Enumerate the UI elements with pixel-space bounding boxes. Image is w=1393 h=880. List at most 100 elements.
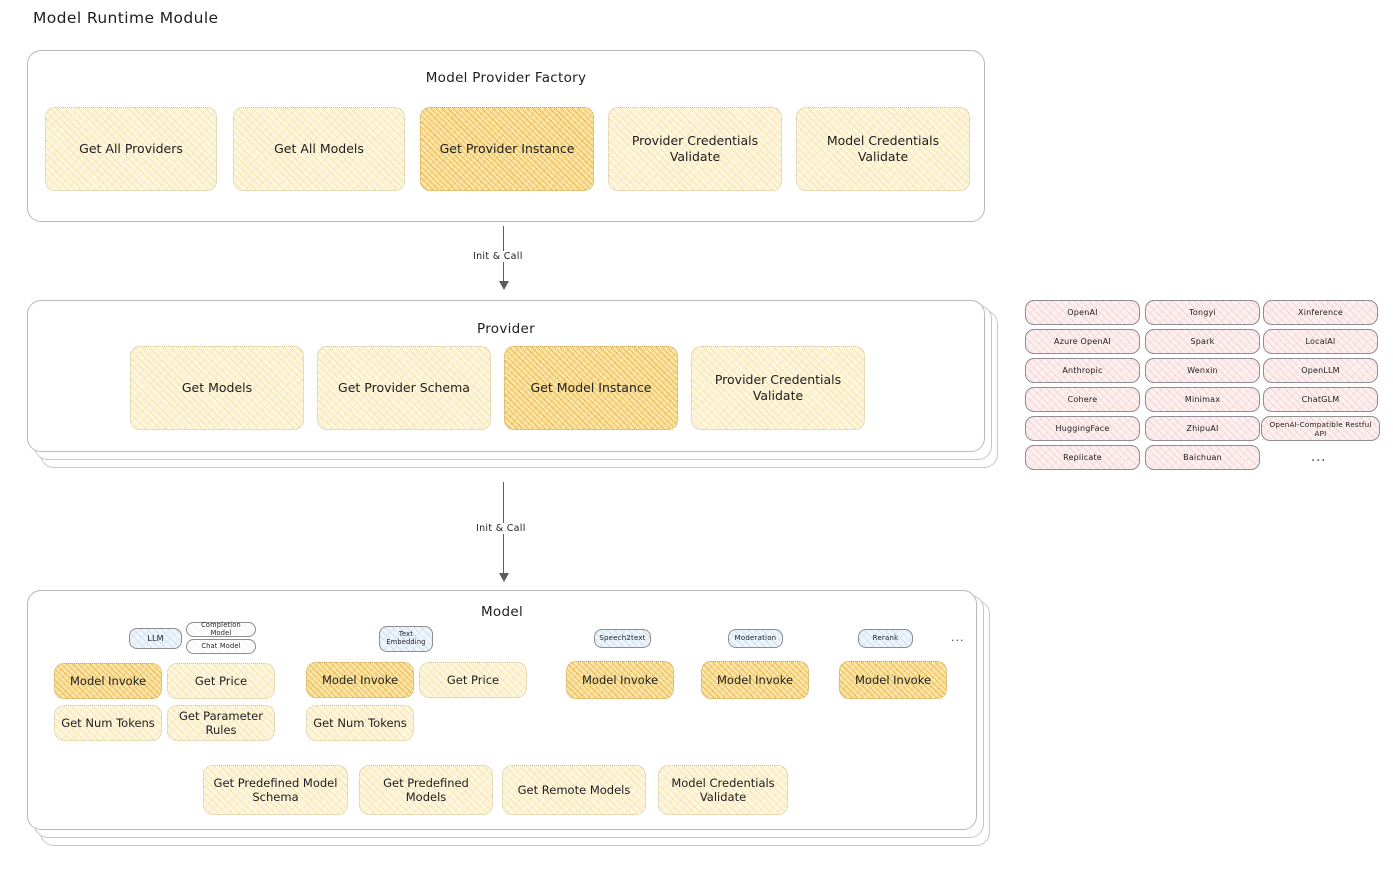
- provider-box-label: Get Models: [181, 380, 253, 396]
- moderation-method-model-invoke[interactable]: Model Invoke: [701, 661, 809, 699]
- method-label: Get Price: [446, 672, 500, 687]
- provider-pill-minimax[interactable]: Minimax: [1145, 387, 1260, 412]
- provider-pill-label: Wenxin: [1187, 366, 1218, 375]
- provider-pill-label: Xinference: [1298, 308, 1343, 317]
- factory-box-label: Provider Credentials Validate: [631, 133, 759, 164]
- provider-pill-label: Replicate: [1063, 453, 1102, 462]
- method-label: Get Predefined Models: [383, 775, 469, 804]
- provider-pill-label: ChatGLM: [1301, 395, 1340, 404]
- provider-pill-label: Azure OpenAI: [1054, 337, 1111, 346]
- llm-method-get-price[interactable]: Get Price: [167, 663, 275, 699]
- method-label: Get Parameter Rules: [179, 708, 263, 737]
- model-types-more-ellipsis: ...: [951, 631, 965, 644]
- common-method-get-remote-models[interactable]: Get Remote Models: [502, 765, 646, 815]
- provider-pill-label: Spark: [1190, 337, 1215, 346]
- method-label: Get Predefined Model Schema: [213, 775, 338, 804]
- provider-box-label: Get Provider Schema: [338, 380, 470, 396]
- factory-box-model-credentials-validate[interactable]: Model Credentials Validate: [796, 107, 970, 191]
- provider-box-get-model-instance[interactable]: Get Model Instance: [504, 346, 678, 430]
- embedding-method-get-num-tokens[interactable]: Get Num Tokens: [306, 705, 414, 741]
- model-type-badge-rerank[interactable]: Rerank: [858, 629, 913, 648]
- method-label: Model Invoke: [321, 672, 399, 687]
- provider-box-label: Provider Credentials Validate: [714, 372, 842, 403]
- provider-pill-azure-openai[interactable]: Azure OpenAI: [1025, 329, 1140, 354]
- provider-pill-label: Cohere: [1067, 395, 1098, 404]
- method-label: Model Invoke: [854, 672, 932, 687]
- provider-pill-zhipuai[interactable]: ZhipuAI: [1145, 416, 1260, 441]
- method-label: Get Num Tokens: [313, 715, 407, 730]
- common-method-get-predefined-model-schema[interactable]: Get Predefined Model Schema: [203, 765, 348, 815]
- common-method-model-credentials-validate[interactable]: Model Credentials Validate: [658, 765, 788, 815]
- model-subtype-badge-completion-model[interactable]: Completion Model: [186, 620, 256, 637]
- rerank-method-model-invoke[interactable]: Model Invoke: [839, 661, 947, 699]
- factory-box-label: Get All Providers: [79, 141, 183, 157]
- provider-box-get-models[interactable]: Get Models: [130, 346, 304, 430]
- provider-pill-label: Tongyi: [1189, 308, 1216, 317]
- provider-pill-localai[interactable]: LocalAI: [1263, 329, 1378, 354]
- model-type-badge-moderation[interactable]: Moderation: [728, 629, 783, 648]
- arrow-factory-to-provider-head: [499, 281, 509, 290]
- provider-pill-baichuan[interactable]: Baichuan: [1145, 445, 1260, 470]
- provider-pill-xinference[interactable]: Xinference: [1263, 300, 1378, 325]
- provider-pill-label: OpenAI: [1067, 308, 1098, 317]
- model-type-badge-speech2text[interactable]: Speech2text: [594, 629, 651, 648]
- embedding-method-get-price[interactable]: Get Price: [419, 662, 527, 698]
- method-label: Model Credentials Validate: [671, 775, 775, 804]
- provider-box-get-provider-schema[interactable]: Get Provider Schema: [317, 346, 491, 430]
- llm-method-get-parameter-rules[interactable]: Get Parameter Rules: [167, 705, 275, 741]
- provider-pill-label: OpenLLM: [1301, 366, 1340, 375]
- llm-method-model-invoke[interactable]: Model Invoke: [54, 663, 162, 699]
- provider-pill-spark[interactable]: Spark: [1145, 329, 1260, 354]
- model-subtype-label: Completion Model: [201, 620, 241, 637]
- provider-pill-label: Baichuan: [1183, 453, 1222, 462]
- provider-pill-chatglm[interactable]: ChatGLM: [1263, 387, 1378, 412]
- embedding-method-model-invoke[interactable]: Model Invoke: [306, 662, 414, 698]
- model-type-label: Moderation: [734, 634, 777, 643]
- method-label: Get Price: [194, 673, 248, 688]
- method-label: Get Remote Models: [517, 782, 631, 797]
- factory-box-label: Get Provider Instance: [439, 141, 575, 157]
- common-method-get-predefined-models[interactable]: Get Predefined Models: [359, 765, 493, 815]
- method-label: Model Invoke: [581, 672, 659, 687]
- factory-box-get-all-models[interactable]: Get All Models: [233, 107, 405, 191]
- llm-method-get-num-tokens[interactable]: Get Num Tokens: [54, 705, 162, 741]
- provider-pill-label: LocalAI: [1305, 337, 1336, 346]
- model-type-badge-text-embedding[interactable]: Text Embedding: [379, 626, 433, 652]
- factory-box-label: Get All Models: [274, 141, 364, 157]
- method-label: Model Invoke: [69, 673, 147, 688]
- speech2text-method-model-invoke[interactable]: Model Invoke: [566, 661, 674, 699]
- provider-pill-label: ZhipuAI: [1186, 424, 1219, 433]
- factory-box-get-provider-instance[interactable]: Get Provider Instance: [420, 107, 594, 191]
- provider-pill-label: HuggingFace: [1055, 424, 1110, 433]
- provider-pill-openai-compatible-restful-api[interactable]: OpenAI-Compatible Restful API: [1261, 416, 1380, 441]
- provider-pill-replicate[interactable]: Replicate: [1025, 445, 1140, 470]
- model-subtype-label: Chat Model: [201, 641, 241, 650]
- provider-pill-huggingface[interactable]: HuggingFace: [1025, 416, 1140, 441]
- factory-box-get-all-providers[interactable]: Get All Providers: [45, 107, 217, 191]
- provider-pill-label: Anthropic: [1062, 366, 1103, 375]
- arrow-provider-to-model-label: Init & Call: [473, 523, 529, 534]
- provider-pill-tongyi[interactable]: Tongyi: [1145, 300, 1260, 325]
- provider-pill-label: Minimax: [1184, 395, 1221, 404]
- provider-box-provider-credentials-validate[interactable]: Provider Credentials Validate: [691, 346, 865, 430]
- model-type-label: Speech2text: [599, 634, 646, 643]
- provider-pill-cohere[interactable]: Cohere: [1025, 387, 1140, 412]
- provider-pill-label: OpenAI-Compatible Restful API: [1269, 419, 1372, 438]
- model-type-label: Text Embedding: [386, 630, 426, 646]
- provider-box-label: Get Model Instance: [530, 380, 652, 396]
- factory-box-label: Model Credentials Validate: [826, 133, 940, 164]
- model-type-label: LLM: [147, 633, 164, 643]
- provider-pill-anthropic[interactable]: Anthropic: [1025, 358, 1140, 383]
- arrow-factory-to-provider-label: Init & Call: [470, 251, 526, 262]
- arrow-provider-to-model-head: [499, 573, 509, 582]
- provider-title: Provider: [477, 321, 535, 337]
- factory-box-provider-credentials-validate[interactable]: Provider Credentials Validate: [608, 107, 782, 191]
- provider-pill-openllm[interactable]: OpenLLM: [1263, 358, 1378, 383]
- page-title: Model Runtime Module: [33, 9, 219, 27]
- model-type-badge-llm[interactable]: LLM: [129, 628, 182, 649]
- model-title: Model: [480, 604, 524, 620]
- provider-pill-wenxin[interactable]: Wenxin: [1145, 358, 1260, 383]
- model-subtype-badge-chat-model[interactable]: Chat Model: [186, 639, 256, 654]
- provider-pill-openai[interactable]: OpenAI: [1025, 300, 1140, 325]
- method-label: Get Num Tokens: [61, 715, 155, 730]
